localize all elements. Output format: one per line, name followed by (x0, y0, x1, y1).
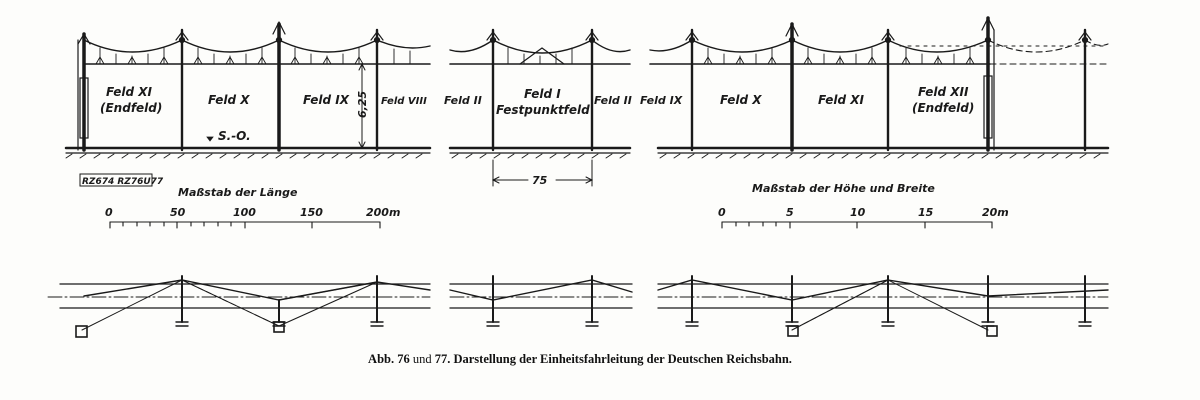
length-tick-150: 150 (300, 206, 323, 219)
label-endfeld-left: (Endfeld) (100, 101, 162, 115)
label-feld-ii-a: Feld II (444, 94, 482, 107)
length-scale-title: Maßstab der Länge (178, 186, 298, 199)
ground-rails (64, 146, 1110, 159)
height-value: 6,25 (356, 91, 369, 118)
height-tick-20: 20m (982, 206, 1009, 219)
messenger-wire (83, 39, 989, 54)
caption-figure2: 77. (434, 352, 451, 366)
so-label: S.-O. (218, 129, 251, 143)
label-feld-xi: Feld XI (106, 85, 153, 99)
length-tick-200: 200m (366, 206, 400, 219)
insulator-marks (95, 47, 975, 65)
caption-text: Darstellung der Einheitsfahrleitung der … (453, 352, 792, 366)
height-tick-5: 5 (786, 206, 794, 219)
stamp-text: RZ674 RZ76U77 (82, 177, 164, 187)
span-dimension (491, 159, 594, 187)
mast-heads (77, 17, 1092, 45)
label-feld-i: Feld I (524, 87, 561, 101)
label-feld-ii-b: Feld II (594, 94, 632, 107)
label-festpunktfeld: Festpunktfeld (496, 103, 590, 117)
caption-figure: Abb. 76 (368, 352, 410, 366)
label-feld-x-a: Feld X (208, 93, 250, 107)
length-tick-50: 50 (170, 206, 186, 219)
height-scale-bar (721, 221, 993, 229)
height-dimension (358, 62, 366, 150)
label-feld-ix-a: Feld IX (303, 93, 350, 107)
height-tick-10: 10 (850, 206, 866, 219)
label-feld-x-b: Feld X (720, 93, 762, 107)
plan-track (47, 283, 1109, 309)
label-feld-xii: Feld XII (918, 85, 969, 99)
tension-weights (79, 75, 993, 139)
figure-caption: Abb. 76 und 77. Darstellung der Einheits… (0, 352, 1160, 367)
height-tick-15: 15 (918, 206, 934, 219)
length-tick-0: 0 (105, 206, 113, 219)
label-feld-ix-b: Feld IX (640, 94, 683, 107)
height-scale-title: Maßstab der Höhe und Breite (752, 182, 935, 195)
droppers (99, 47, 971, 65)
caption-und: und (412, 352, 432, 366)
height-tick-0: 0 (718, 206, 726, 219)
plan-masts (75, 275, 1092, 338)
label-endfeld-right: (Endfeld) (912, 101, 974, 115)
label-feld-viii: Feld VIII (381, 96, 427, 107)
length-tick-100: 100 (233, 206, 256, 219)
so-marker (206, 136, 214, 142)
stamp-box (79, 173, 153, 187)
span-value: 75 (532, 174, 548, 187)
label-feld-xi-b: Feld XI (818, 93, 865, 107)
length-scale-bar (109, 221, 381, 229)
